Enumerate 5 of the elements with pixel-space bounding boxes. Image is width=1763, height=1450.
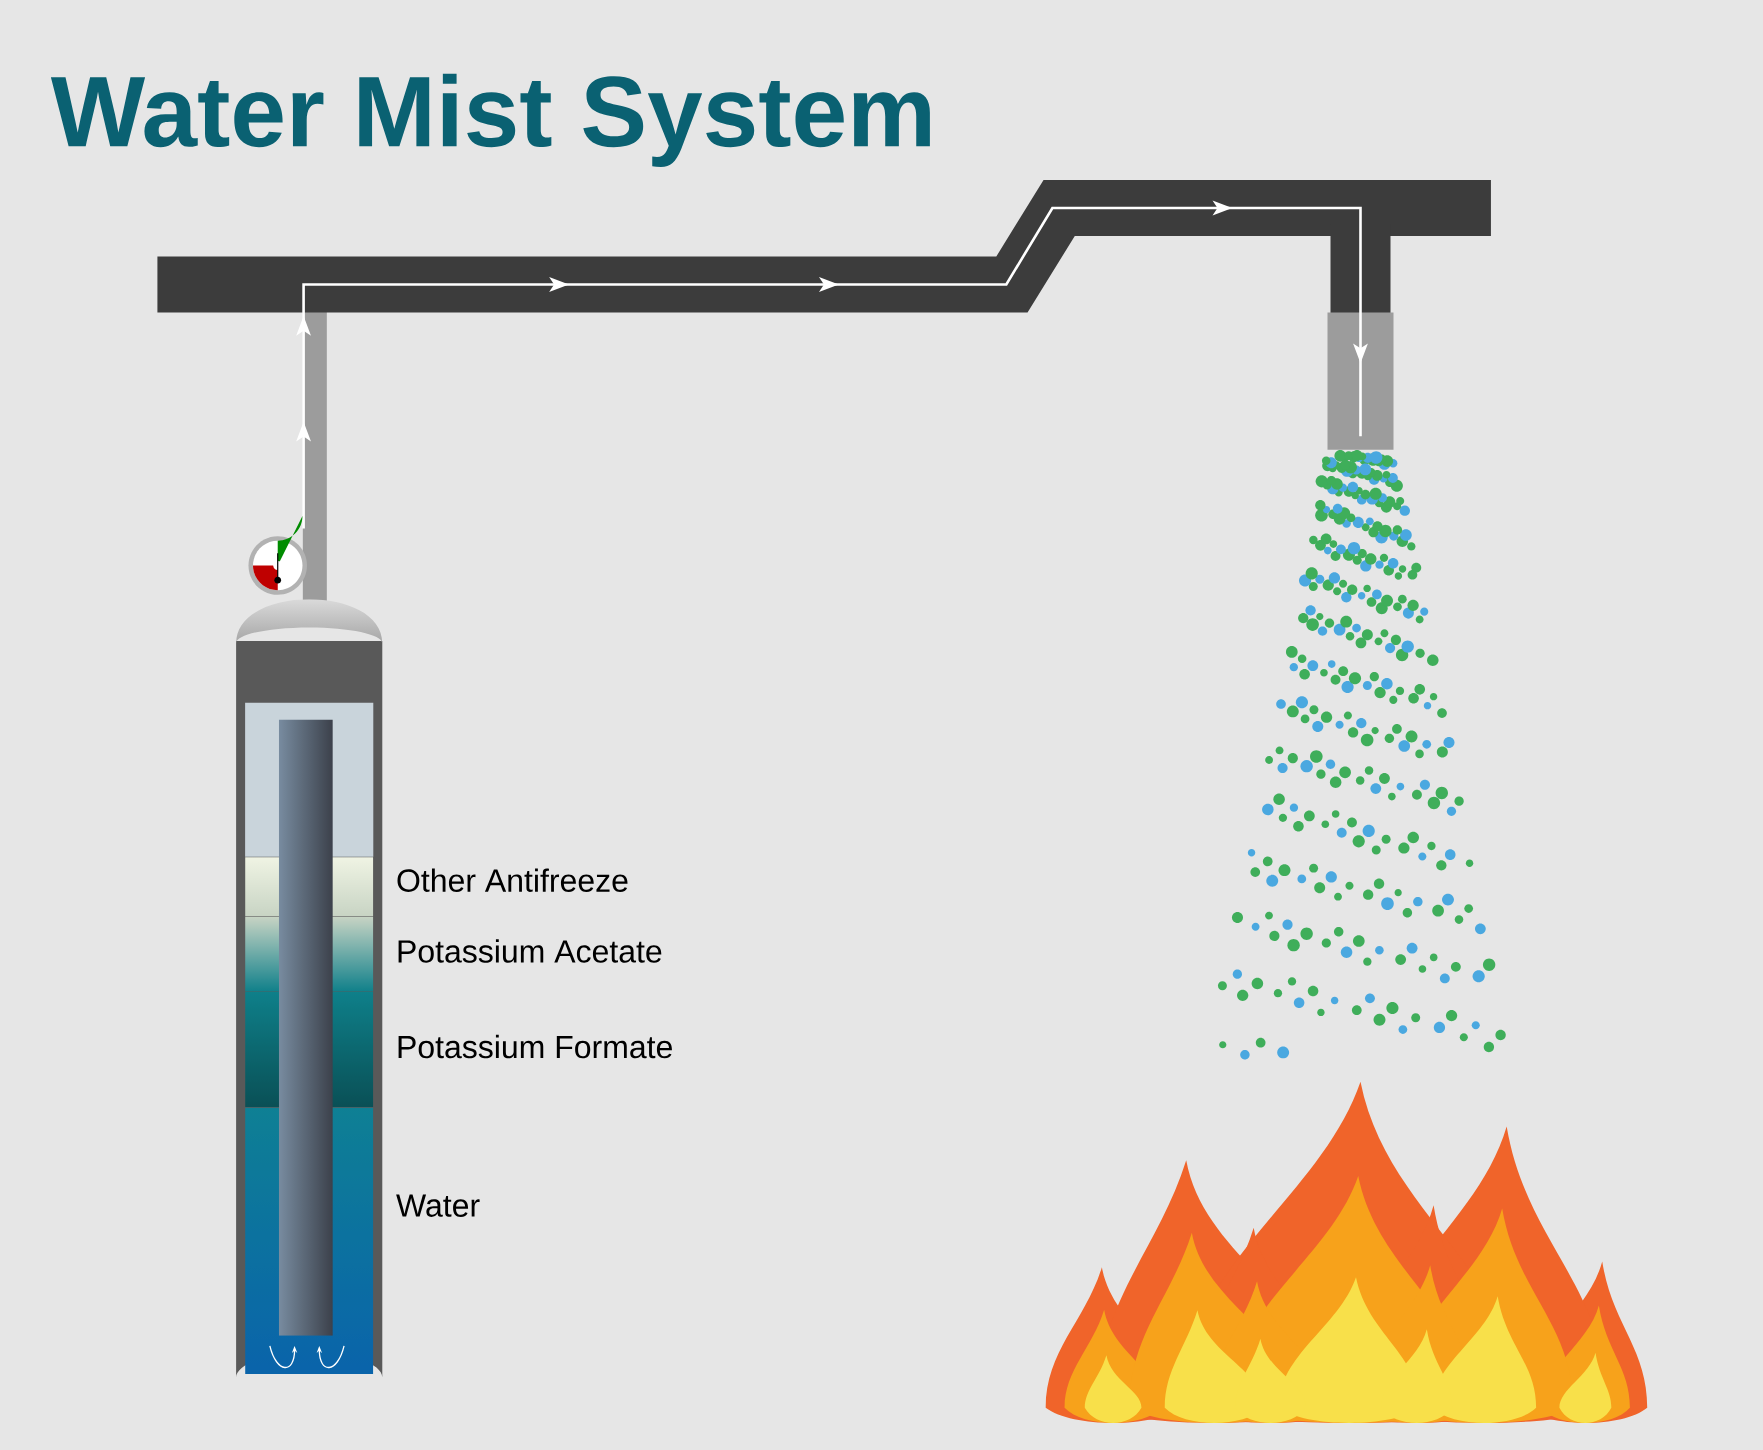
title: Water Mist System bbox=[50, 73, 930, 167]
layer-label: Potassium Formate bbox=[398, 1034, 672, 1059]
layer-label: Other Antifreeze bbox=[397, 868, 628, 892]
layer-label: Water bbox=[396, 1194, 480, 1217]
layer-label: Potassium Acetate bbox=[398, 939, 662, 963]
